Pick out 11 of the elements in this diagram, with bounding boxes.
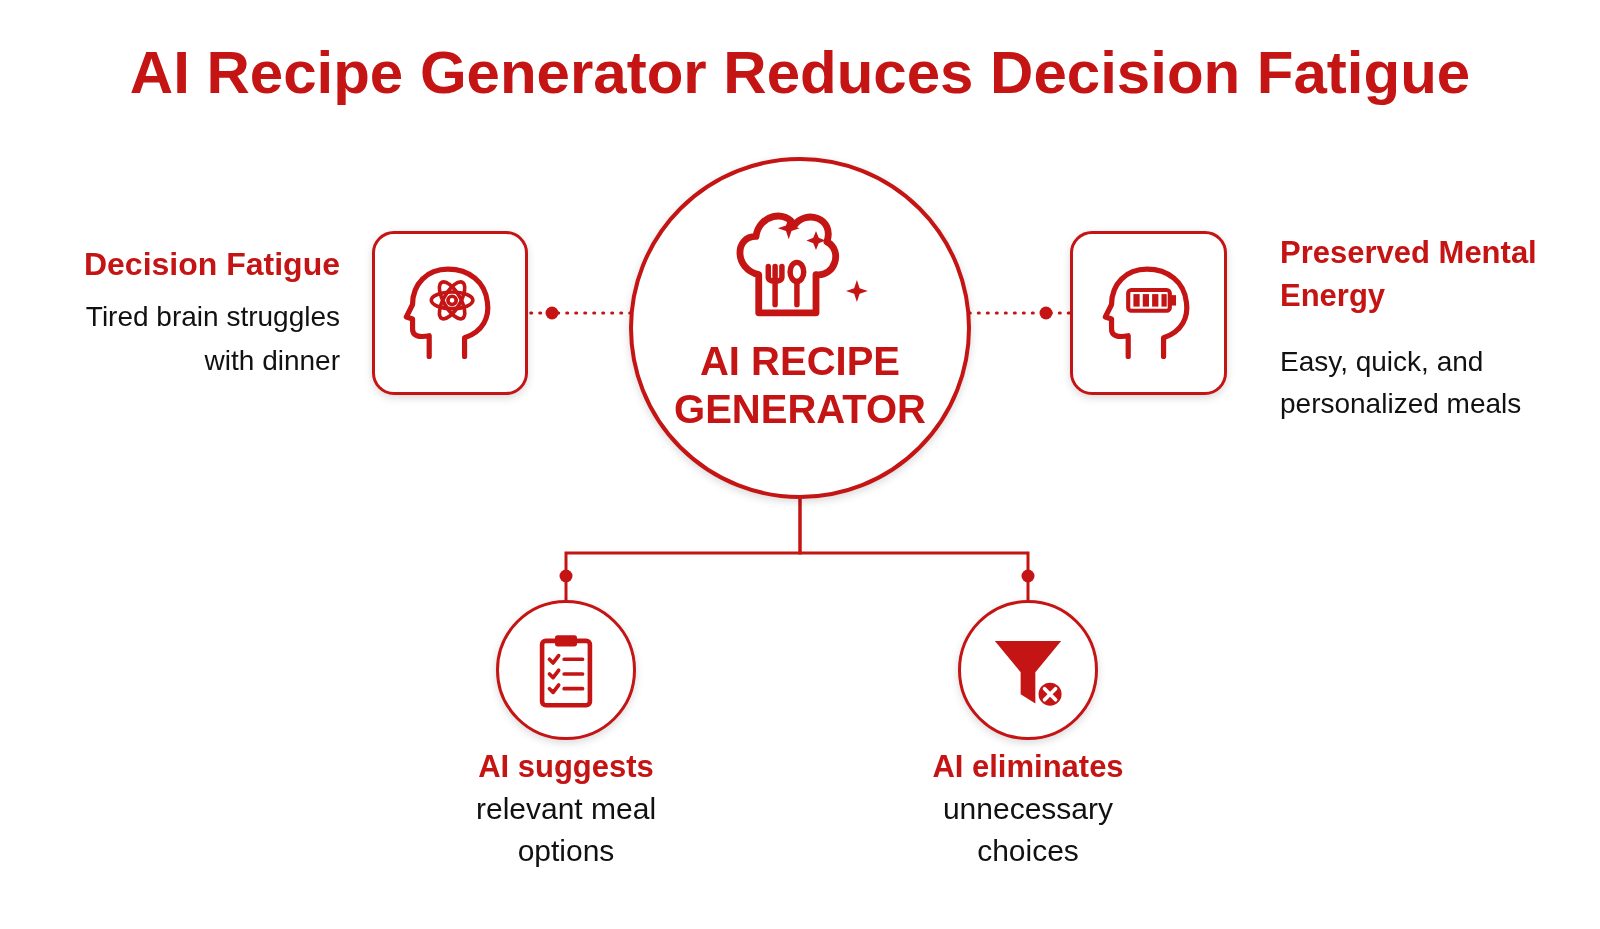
node-description: Easy, quick, and personalized meals — [1280, 345, 1523, 421]
node-heading: Decision Fatigue — [82, 245, 340, 284]
node-description: unnecessary choices — [941, 791, 1115, 869]
node-description: relevant meal options — [474, 791, 658, 869]
hub-label: AI RECIPE GENERATOR — [673, 338, 927, 433]
node-heading: Preserved Mental Energy — [1280, 234, 1538, 315]
node-heading: AI eliminates — [931, 748, 1125, 786]
node-heading: AI suggests — [477, 748, 655, 786]
title: AI Recipe Generator Reduces Decision Fatigue — [128, 38, 1472, 107]
node-description: Tired brain struggles with dinner — [84, 300, 340, 378]
connector-line — [798, 499, 1035, 600]
